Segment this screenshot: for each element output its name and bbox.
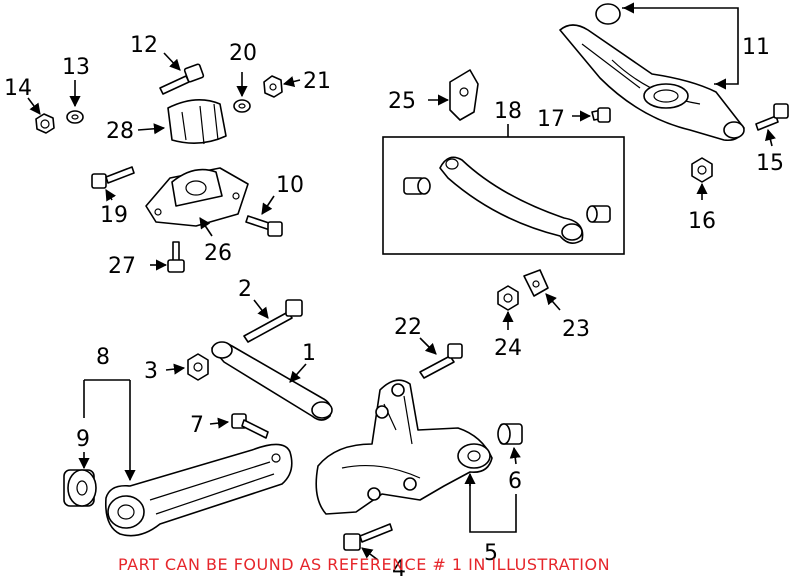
part-18-box <box>382 124 625 255</box>
part-27-bolt <box>150 241 185 273</box>
part-22-bolt <box>419 337 463 379</box>
callout-10: 10 <box>276 173 304 198</box>
callout-23: 23 <box>562 317 590 342</box>
part-23-plate <box>523 269 561 311</box>
callout-8: 8 <box>96 345 110 370</box>
callout-7: 7 <box>190 413 204 438</box>
callout-3: 3 <box>144 359 158 384</box>
part-14-nut <box>27 97 55 134</box>
callout-28: 28 <box>106 119 134 144</box>
callout-22: 22 <box>394 315 422 340</box>
callout-21: 21 <box>303 69 331 94</box>
part-13-washer <box>66 80 84 124</box>
callout-14: 14 <box>4 76 32 101</box>
callout-12: 12 <box>130 33 158 58</box>
part-11-control-arm <box>559 2 745 142</box>
part-20-washer <box>233 72 251 113</box>
part-12-bolt <box>159 52 205 95</box>
callout-1: 1 <box>302 341 316 366</box>
part-3-nut <box>165 353 209 381</box>
part-9-bushing <box>63 452 97 507</box>
callout-18: 18 <box>494 99 522 124</box>
callout-9: 9 <box>76 427 90 452</box>
callout-4: 4 <box>392 557 406 579</box>
part-15-bolt <box>755 103 789 147</box>
reference-note: PART CAN BE FOUND AS REFERENCE # 1 IN IL… <box>118 555 610 574</box>
part-8-trailing-arm <box>83 379 293 537</box>
part-25-bracket <box>428 69 479 121</box>
callout-20: 20 <box>229 41 257 66</box>
part-21-nut <box>263 75 301 98</box>
callout-2: 2 <box>238 277 252 302</box>
callout-16: 16 <box>688 209 716 234</box>
part-26-bracket <box>145 167 249 237</box>
part-28-cushion <box>137 99 227 145</box>
callout-6: 6 <box>508 469 522 494</box>
part-10-bolt <box>245 195 283 237</box>
part-5-knuckle <box>315 379 517 533</box>
callout-5: 5 <box>484 541 498 566</box>
part-19-bolt <box>91 166 135 202</box>
callout-19: 19 <box>100 203 128 228</box>
part-24-nut <box>497 285 519 330</box>
callout-13: 13 <box>62 55 90 80</box>
callout-11: 11 <box>742 35 770 60</box>
part-16-nut <box>691 157 713 200</box>
callout-26: 26 <box>204 241 232 266</box>
part-17-bolt <box>572 107 611 123</box>
callout-25: 25 <box>388 89 416 114</box>
callout-27: 27 <box>108 254 136 279</box>
callout-15: 15 <box>756 151 784 176</box>
part-4-bolt <box>343 523 393 561</box>
part-7-bolt <box>209 413 269 439</box>
callout-24: 24 <box>494 336 522 361</box>
part-1-lateral-link <box>211 341 333 421</box>
callout-17: 17 <box>537 107 565 132</box>
part-6-bushing <box>497 423 523 465</box>
part-2-bolt <box>243 299 303 343</box>
